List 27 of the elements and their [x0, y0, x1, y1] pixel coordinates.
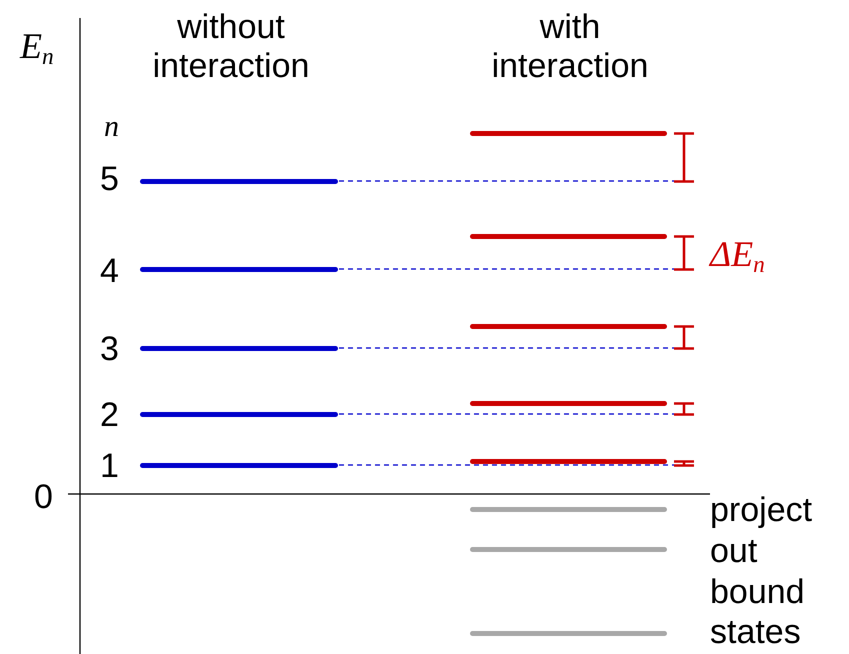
reference-line [339, 268, 674, 270]
error-bar [674, 132, 694, 182]
reference-line [339, 464, 674, 466]
level-number: 4 [100, 252, 120, 292]
level-number: 2 [100, 396, 120, 436]
reference-line [339, 180, 674, 182]
energy-level [140, 462, 338, 468]
energy-level [140, 178, 338, 184]
error-bar [674, 460, 694, 466]
level-number: 3 [100, 330, 120, 370]
energy-level [140, 412, 338, 416]
energy-level [140, 266, 338, 272]
reference-line [339, 413, 674, 415]
level-number: 5 [100, 160, 120, 200]
level-number: 1 [100, 447, 120, 486]
column-heading: without interaction [152, 8, 310, 86]
axis-zero-label: 0 [34, 478, 54, 518]
energy-level [140, 346, 338, 350]
column-heading: with interaction [490, 8, 650, 86]
error-bar [674, 234, 694, 270]
energy-shift-label: ΔE$_{n}$ [710, 234, 766, 279]
error-bar [674, 402, 694, 416]
axis-label: E$_{n}$ [20, 26, 55, 71]
error-bar [674, 324, 694, 350]
quantum-number-heading: n [104, 110, 120, 144]
reference-line [339, 347, 674, 349]
note: project out bound states [710, 490, 814, 654]
